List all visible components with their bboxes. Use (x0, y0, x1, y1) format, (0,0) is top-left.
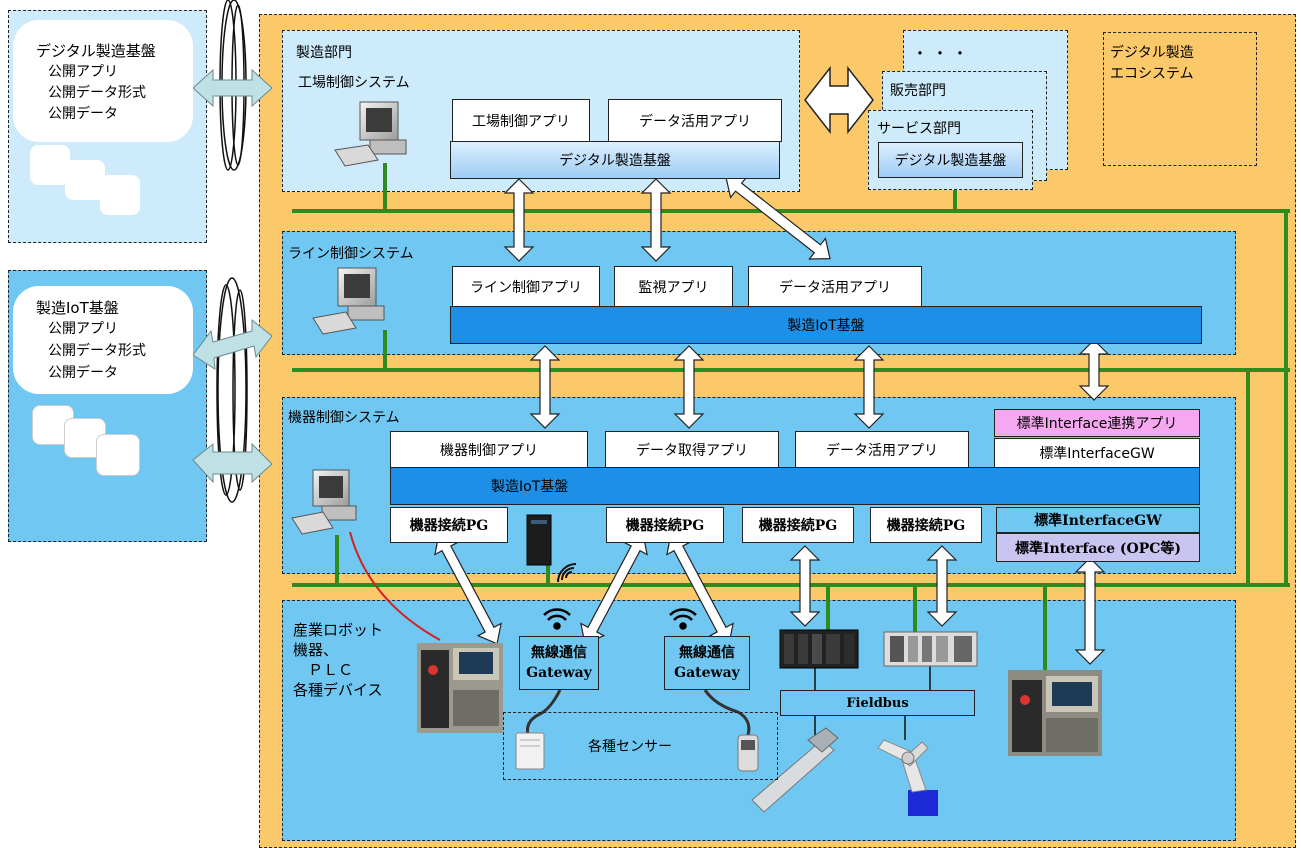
factory-department-label: 製造部門 (296, 45, 352, 61)
digital-platform-cloud (13, 20, 193, 142)
sales-dept-label: 販売部門 (890, 83, 946, 99)
page-stack-icon (65, 160, 105, 200)
line-data-app: データ活用アプリ (748, 266, 922, 307)
std-interface-app: 標準Interface連携アプリ (994, 409, 1200, 437)
data-acquisition-app: データ取得アプリ (605, 431, 779, 468)
network-lines (292, 163, 1290, 672)
sensors-label: 各種センサー (588, 739, 672, 755)
ecosystem-label-box (1103, 32, 1257, 166)
cnc-machine-icon (417, 643, 503, 733)
std-interface-gw: 標準InterfaceGW (996, 507, 1200, 533)
factory-data-app: データ活用アプリ (608, 99, 782, 142)
external-link-arrows (192, 68, 273, 484)
digital-platform-item: 公開データ形式 (48, 85, 146, 101)
field-devices-label: 産業ロボット 機器、 ＰＬＣ 各種デバイス (293, 621, 384, 699)
device-connector-pg: 機器接続PG (606, 507, 724, 543)
std-interface-opc: 標準Interface (OPC等) (996, 533, 1200, 562)
department-exchange-arrow (804, 65, 874, 135)
ellipsis-label: ・・・ (912, 44, 973, 63)
factory-control-app: 工場制御アプリ (452, 99, 590, 142)
network-ellipses (216, 0, 248, 503)
iot-platform-item: 公開データ (48, 365, 118, 381)
cnc-machine-icon (1008, 670, 1102, 756)
device-connector-pg: 機器接続PG (742, 507, 854, 543)
iot-platform-cloud (13, 286, 193, 394)
line-system-label: ライン制御システム (288, 246, 414, 262)
wireless-gateway: 無線通信 Gateway (664, 636, 750, 690)
wifi-icon (543, 608, 571, 630)
desktop-pc-icon (291, 469, 357, 535)
page-stack-icon (100, 175, 140, 215)
wireless-gateway: 無線通信 Gateway (519, 636, 599, 690)
line-control-app: ライン制御アプリ (452, 266, 600, 307)
factory-system-label: 工場制御システム (298, 75, 410, 91)
desktop-pc-icon (334, 101, 407, 167)
digital-platform-item: 公開アプリ (48, 64, 118, 80)
wifi-icon (669, 608, 697, 630)
page-stack-icon (96, 434, 140, 476)
device-connector-pg: 機器接続PG (390, 507, 508, 543)
sensor-icon (737, 734, 759, 772)
server-tower-icon (526, 514, 577, 583)
monitoring-app: 監視アプリ (614, 266, 733, 307)
equipment-data-app: データ活用アプリ (795, 431, 969, 468)
equipment-iot-platform: 製造IoT基盤 (390, 467, 1200, 505)
fieldbus-bar: Fieldbus (780, 690, 975, 716)
data-flow-arrows (503, 178, 1110, 665)
digital-platform-item: 公開データ (48, 106, 118, 122)
robot-arm-icon (877, 739, 938, 816)
service-dept-label: サービス部門 (877, 121, 961, 137)
desktop-pc-icon (312, 267, 385, 335)
std-interface-gw-top: 標準InterfaceGW (994, 438, 1200, 468)
iot-platform-item: 公開アプリ (48, 321, 118, 337)
service-digital-platform: デジタル製造基盤 (878, 142, 1023, 178)
linear-actuator-icon (751, 727, 839, 813)
ecosystem-label-line2: エコシステム (1110, 66, 1194, 82)
equipment-control-app: 機器制御アプリ (390, 431, 588, 468)
digital-platform-title: デジタル製造基盤 (36, 42, 156, 60)
iot-platform-item: 公開データ形式 (48, 343, 146, 359)
sensor-group-box (503, 712, 778, 780)
sensor-icon (515, 732, 545, 770)
line-iot-platform: 製造IoT基盤 (450, 306, 1202, 344)
iot-platform-title: 製造IoT基盤 (36, 299, 119, 317)
plc-icon (883, 631, 978, 667)
device-connector-pg: 機器接続PG (870, 507, 982, 543)
ecosystem-label-line1: デジタル製造 (1110, 45, 1194, 61)
equipment-system-label: 機器制御システム (288, 410, 400, 426)
serial-cable (349, 531, 441, 641)
page-stack-icon (30, 145, 70, 185)
factory-digital-platform: デジタル製造基盤 (450, 141, 780, 179)
plc-icon (779, 629, 859, 669)
